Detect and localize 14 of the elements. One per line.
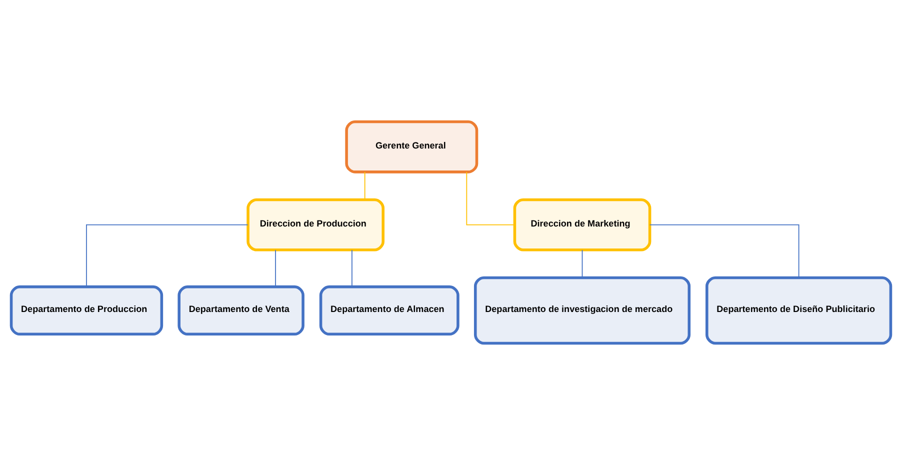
node-box: Gerente General (345, 120, 478, 173)
node-box: Direccion de Produccion (246, 198, 384, 251)
connector (466, 171, 516, 225)
node-box: Departamento de Venta (178, 284, 304, 336)
connector (649, 224, 800, 278)
connector (275, 249, 276, 287)
node-box: Direccion de Marketing (513, 198, 652, 251)
connector (582, 249, 583, 278)
connector (86, 224, 248, 287)
node-box: Departamento de Almacen (319, 284, 460, 336)
connector (364, 171, 366, 200)
node-box: Departamento de Produccion (10, 284, 164, 336)
node-box: Departemento de Diseño Publicitario (706, 276, 892, 344)
node-box: Departamento de investigacion de mercado (474, 276, 691, 344)
